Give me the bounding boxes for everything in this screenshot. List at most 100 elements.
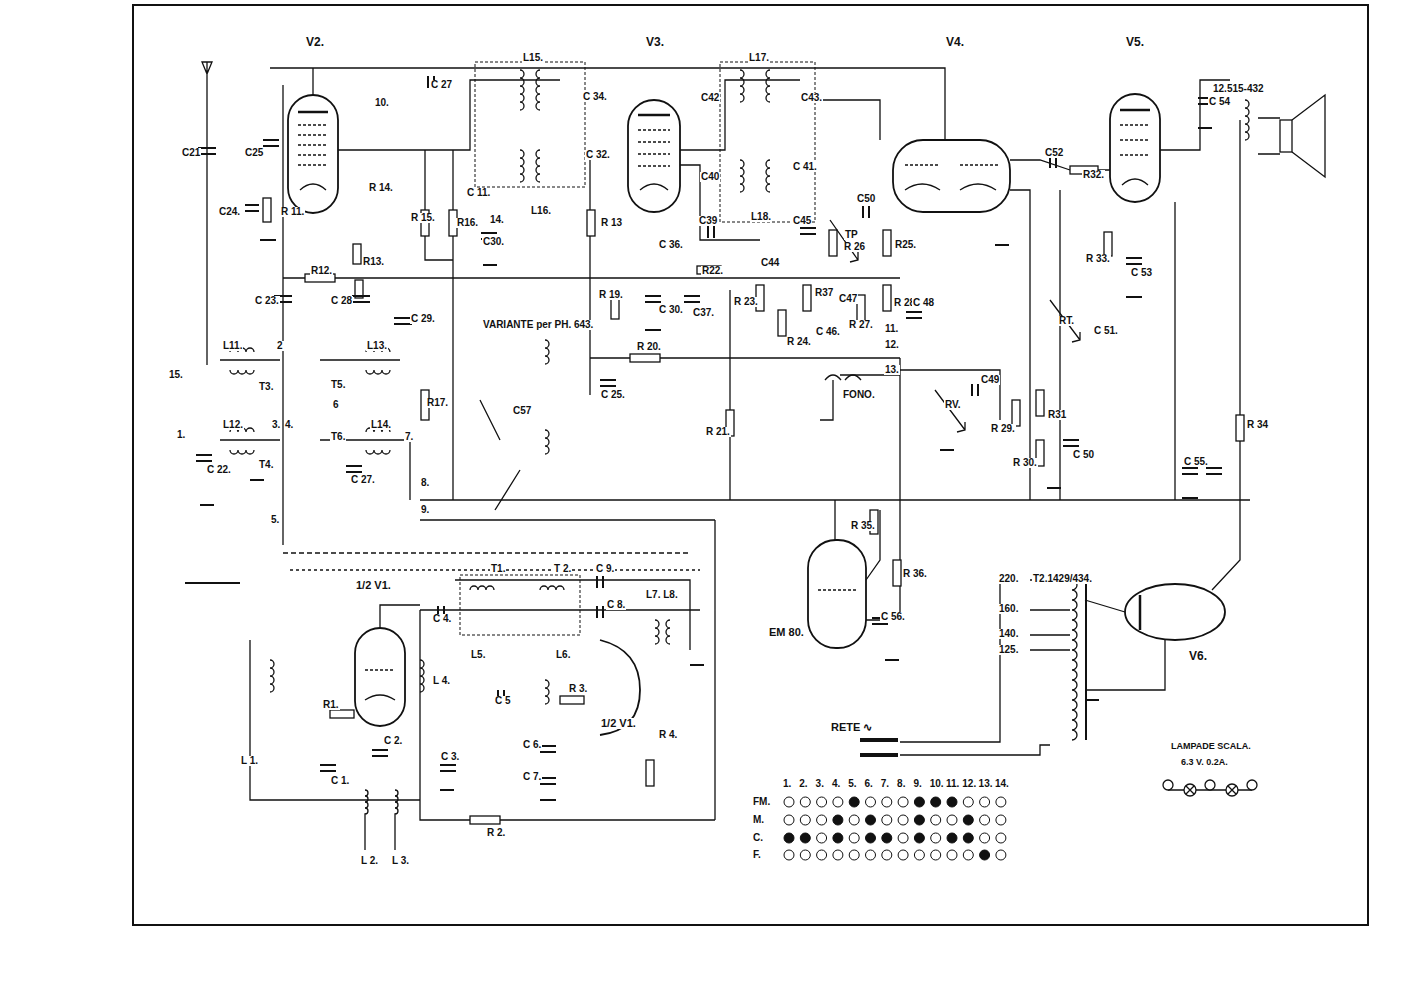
component-label: FONO. <box>842 390 876 400</box>
component-label: C 3. <box>440 752 460 762</box>
table-cell: 10. <box>929 779 945 789</box>
table-cell: 11. <box>945 779 960 789</box>
switch-dot <box>996 833 1006 843</box>
component-label: R 33. <box>1085 254 1111 264</box>
component-label: R13. <box>362 257 385 267</box>
component-label: C 25. <box>600 390 626 400</box>
table-cell: 8. <box>896 779 906 789</box>
component-label: 160. <box>998 604 1019 614</box>
table-cell: 9. <box>912 779 922 789</box>
component-label: C 4. <box>432 614 452 624</box>
component-label: 140. <box>998 629 1019 639</box>
component-label: L16. <box>530 206 552 216</box>
component-label: C49 <box>980 375 1000 385</box>
component-label: R31 <box>1047 410 1067 420</box>
component-label: 6.3 V. 0.2A. <box>1180 758 1229 767</box>
component-label: L7. L8. <box>645 590 679 600</box>
switch-dot <box>963 797 973 807</box>
switch-dot <box>866 833 876 843</box>
lamp-symbols <box>1163 780 1257 796</box>
switch-dot <box>784 797 794 807</box>
component-label: 220. <box>998 574 1019 584</box>
component-label: C 8. <box>606 600 626 610</box>
switch-dot <box>866 850 876 860</box>
component-label: T3. <box>258 382 274 392</box>
tube-cathodes <box>298 110 1150 700</box>
component-label: R16. <box>456 218 479 228</box>
component-label: L11. <box>222 341 243 351</box>
component-label: 13. <box>884 365 900 375</box>
switch-dot <box>898 833 908 843</box>
table-cell: 2. <box>798 779 808 789</box>
component-label: 12.515-432 <box>1212 84 1265 94</box>
component-label: R 4. <box>658 730 678 740</box>
table-cell: FM. <box>752 797 771 807</box>
component-label: C40 <box>700 172 720 182</box>
switch-dot <box>800 850 810 860</box>
component-label: V3. <box>645 36 665 48</box>
table-cell: F. <box>752 850 762 860</box>
component-label: 9. <box>420 505 430 515</box>
component-label: L 1. <box>240 756 259 766</box>
switch-dot <box>980 797 990 807</box>
frame <box>133 5 1368 925</box>
resistor-symbols <box>263 166 1244 824</box>
component-label: C 5 <box>494 696 512 706</box>
switch-dot <box>882 815 892 825</box>
ground-symbols <box>200 128 1212 800</box>
component-label: R 19. <box>598 290 624 300</box>
component-label: C 48 <box>912 298 935 308</box>
switch-dot <box>833 833 843 843</box>
switch-dot <box>898 797 908 807</box>
switch-dot <box>817 797 827 807</box>
switch-dot <box>817 850 827 860</box>
table-cell: C. <box>752 833 764 843</box>
component-label: C 30. <box>658 305 684 315</box>
component-label: 1/2 V1. <box>600 718 637 729</box>
component-label: R 35. <box>850 521 876 531</box>
component-label: C52 <box>1044 148 1064 158</box>
switch-dot <box>931 797 941 807</box>
component-label: L17. <box>748 53 770 63</box>
component-label: R 26 <box>843 242 866 252</box>
switch-table <box>784 797 1006 860</box>
component-label: R 21. <box>705 427 731 437</box>
component-label: R 15. <box>410 213 436 223</box>
component-label: V6. <box>1188 650 1208 662</box>
component-label: L 2. <box>360 856 379 866</box>
component-label: 6 <box>332 400 340 410</box>
switch-dot <box>882 797 892 807</box>
component-label: 3. <box>271 420 281 430</box>
component-label: C 22. <box>206 465 232 475</box>
component-label: R37 <box>814 288 834 298</box>
component-label: C 53 <box>1130 268 1153 278</box>
component-label: C 9. <box>595 564 615 574</box>
switch-dot <box>898 850 908 860</box>
table-cell: 6. <box>864 779 874 789</box>
switch-dot <box>947 850 957 860</box>
component-label: C 1. <box>330 776 350 786</box>
switch-dot <box>833 815 843 825</box>
component-label: R 36. <box>902 569 928 579</box>
switch-dot <box>849 815 859 825</box>
component-label: T 2. <box>553 564 572 574</box>
switch-dot <box>800 815 810 825</box>
component-label: T2.1429/434. <box>1032 574 1093 584</box>
switch-dot <box>784 833 794 843</box>
table-cell: 3. <box>815 779 825 789</box>
component-label: EM 80. <box>768 627 805 638</box>
switch-dot <box>898 815 908 825</box>
component-label: C24. <box>218 207 241 217</box>
capacitor-symbols <box>196 76 1222 784</box>
switch-dot <box>866 815 876 825</box>
component-label: L13. <box>366 341 388 351</box>
switch-dot <box>996 797 1006 807</box>
component-label: C21 <box>181 148 201 158</box>
switch-dot <box>833 797 843 807</box>
switch-dot <box>980 815 990 825</box>
table-cell: 4. <box>831 779 841 789</box>
component-label: 10. <box>374 98 390 108</box>
table-cell: M. <box>752 815 765 825</box>
table-cell: 5. <box>847 779 857 789</box>
switch-dot <box>947 797 957 807</box>
